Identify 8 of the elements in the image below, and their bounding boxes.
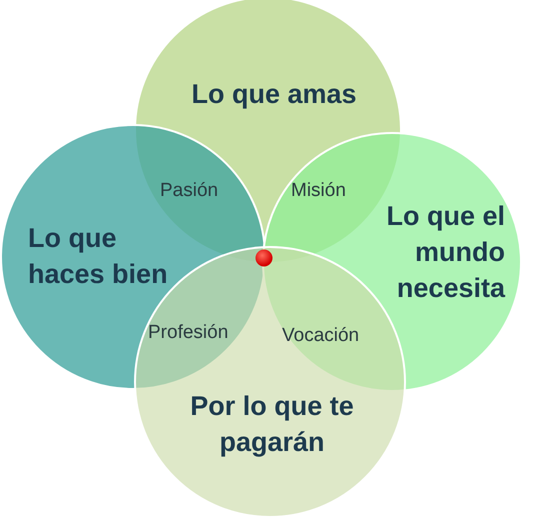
circle-title: Lo que haces bien <box>28 222 169 291</box>
circle-title: Lo que el mundo necesita <box>385 200 505 305</box>
overlap-label: Profesión <box>148 322 228 344</box>
overlap-label: Pasión <box>160 180 218 202</box>
circle-title: Por lo que te pagarán <box>189 390 355 459</box>
circle-title: Lo que amas <box>190 78 358 111</box>
overlap-label: Vocación <box>282 325 360 347</box>
overlap-label: Misión <box>291 180 346 202</box>
